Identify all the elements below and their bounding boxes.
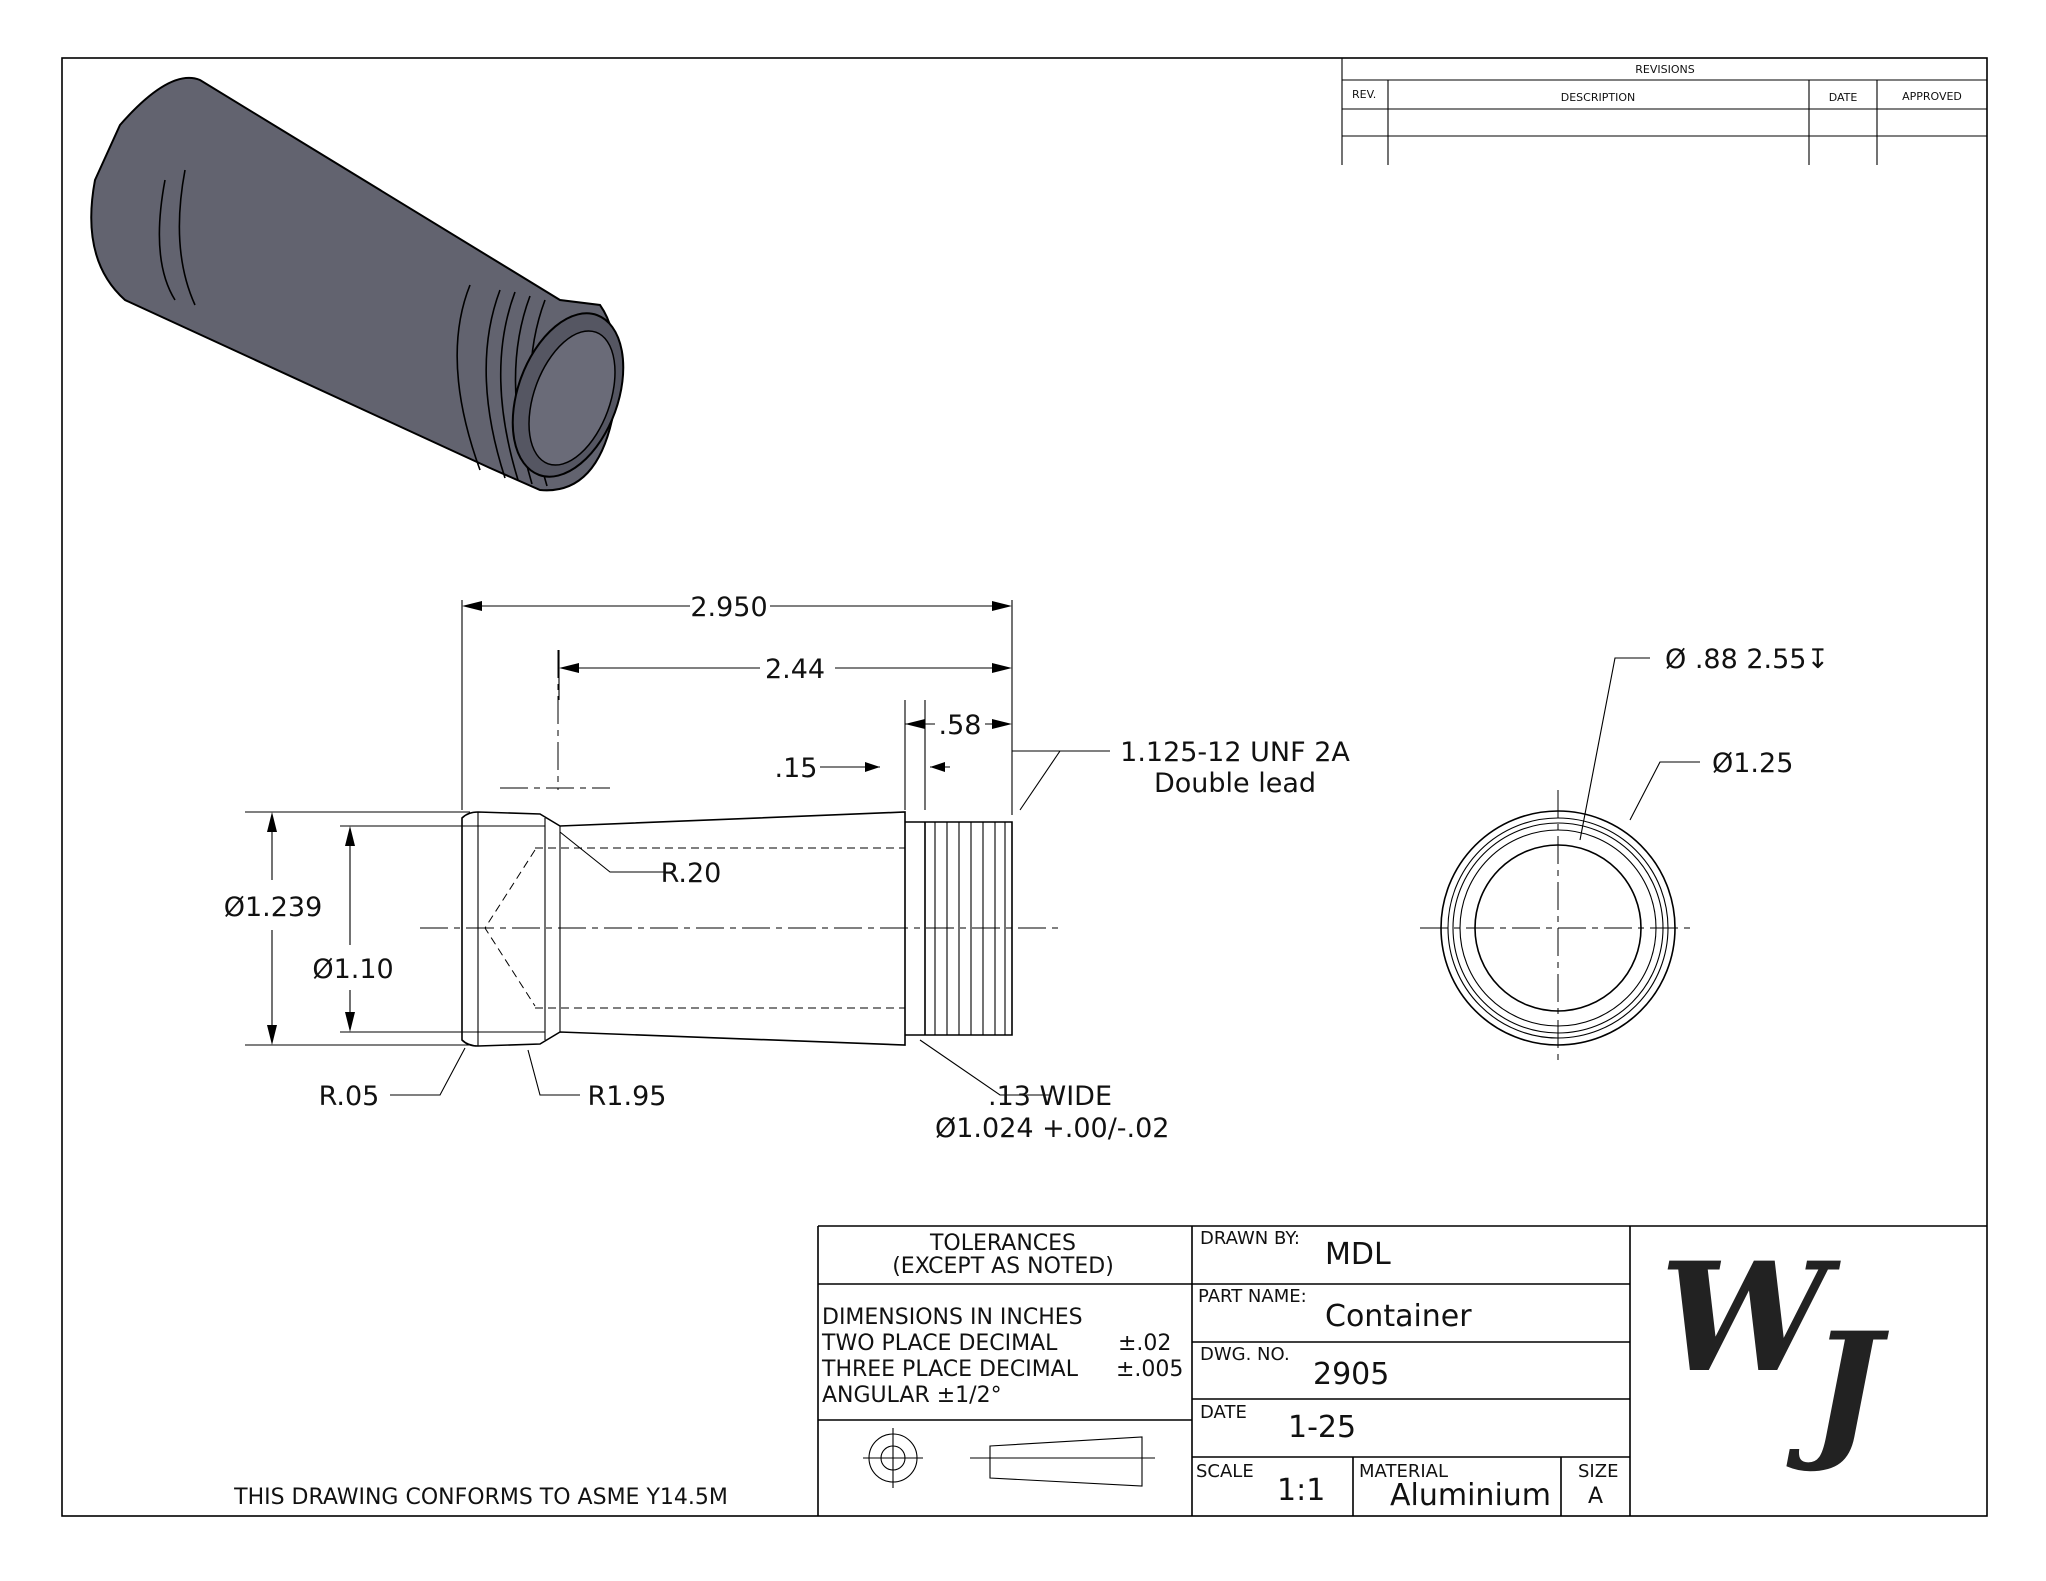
projection-symbol bbox=[863, 1428, 1155, 1488]
size-label: SIZE bbox=[1578, 1461, 1618, 1482]
part-name-label: PART NAME: bbox=[1198, 1286, 1307, 1307]
dim-radius-r195: R1.95 bbox=[588, 1081, 667, 1112]
dim-radius-r05: R.05 bbox=[319, 1081, 380, 1112]
dim-groove-offset: .15 bbox=[775, 753, 818, 784]
dwg-no-value: 2905 bbox=[1313, 1357, 1389, 1392]
approved-header: APPROVED bbox=[1902, 90, 1962, 103]
size-value: A bbox=[1588, 1484, 1603, 1509]
tol-value-two-place: ±.02 bbox=[1118, 1331, 1171, 1356]
date-label: DATE bbox=[1200, 1402, 1247, 1423]
scale-label: SCALE bbox=[1196, 1461, 1254, 1482]
sheet-border bbox=[61, 57, 1988, 1517]
end-view bbox=[1420, 657, 1700, 1066]
dim-length-2: 2.44 bbox=[765, 654, 825, 685]
material-value: Aluminium bbox=[1390, 1478, 1551, 1513]
drawn-by-value: MDL bbox=[1325, 1237, 1391, 1272]
dim-thread-length: .58 bbox=[939, 710, 982, 741]
svg-text:W: W bbox=[1660, 1230, 1841, 1406]
material-label: MATERIAL bbox=[1359, 1461, 1448, 1482]
dim-dia-large: Ø1.239 bbox=[224, 892, 323, 923]
drawn-by-label: DRAWN BY: bbox=[1200, 1228, 1300, 1249]
tolerances-subtitle: (EXCEPT AS NOTED) bbox=[892, 1254, 1114, 1279]
company-logo: W J bbox=[1660, 1230, 1890, 1476]
dim-bore: Ø .88 2.55↧ bbox=[1665, 644, 1829, 675]
date-header: DATE bbox=[1829, 91, 1858, 104]
side-view bbox=[245, 600, 1110, 1096]
dim-groove-width: .13 WIDE bbox=[988, 1081, 1112, 1112]
tolerances-title: TOLERANCES bbox=[929, 1231, 1076, 1256]
thread-spec: 1.125-12 UNF 2A bbox=[1120, 737, 1350, 768]
rev-header: REV. bbox=[1352, 88, 1376, 101]
dim-groove-dia: Ø1.024 +.00/-.02 bbox=[935, 1113, 1169, 1144]
tol-line-4: ANGULAR ±1/2° bbox=[822, 1383, 1002, 1408]
date-value: 1-25 bbox=[1288, 1410, 1356, 1445]
thread-note: Double lead bbox=[1154, 768, 1316, 799]
isometric-view bbox=[90, 76, 625, 492]
dim-dia-small: Ø1.10 bbox=[312, 954, 393, 985]
dim-overall-length: 2.950 bbox=[690, 592, 767, 623]
part-name-value: Container bbox=[1325, 1299, 1472, 1334]
dim-radius-r20: R.20 bbox=[661, 858, 722, 889]
tol-line-1: DIMENSIONS IN INCHES bbox=[822, 1305, 1083, 1330]
tol-value-three-place: ±.005 bbox=[1116, 1357, 1183, 1382]
tol-line-2: TWO PLACE DECIMAL bbox=[821, 1331, 1058, 1356]
title-block: TOLERANCES (EXCEPT AS NOTED) DIMENSIONS … bbox=[817, 1225, 1987, 1516]
revisions-title: REVISIONS bbox=[1635, 63, 1694, 76]
tol-line-3: THREE PLACE DECIMAL bbox=[821, 1357, 1079, 1382]
asme-conformance-note: THIS DRAWING CONFORMS TO ASME Y14.5M bbox=[233, 1485, 728, 1510]
scale-value: 1:1 bbox=[1277, 1473, 1325, 1508]
dwg-no-label: DWG. NO. bbox=[1200, 1344, 1290, 1365]
dim-end-dia: Ø1.25 bbox=[1712, 748, 1793, 779]
revisions-table: REVISIONS REV. DESCRIPTION DATE APPROVED bbox=[1341, 58, 1987, 165]
description-header: DESCRIPTION bbox=[1561, 91, 1635, 104]
